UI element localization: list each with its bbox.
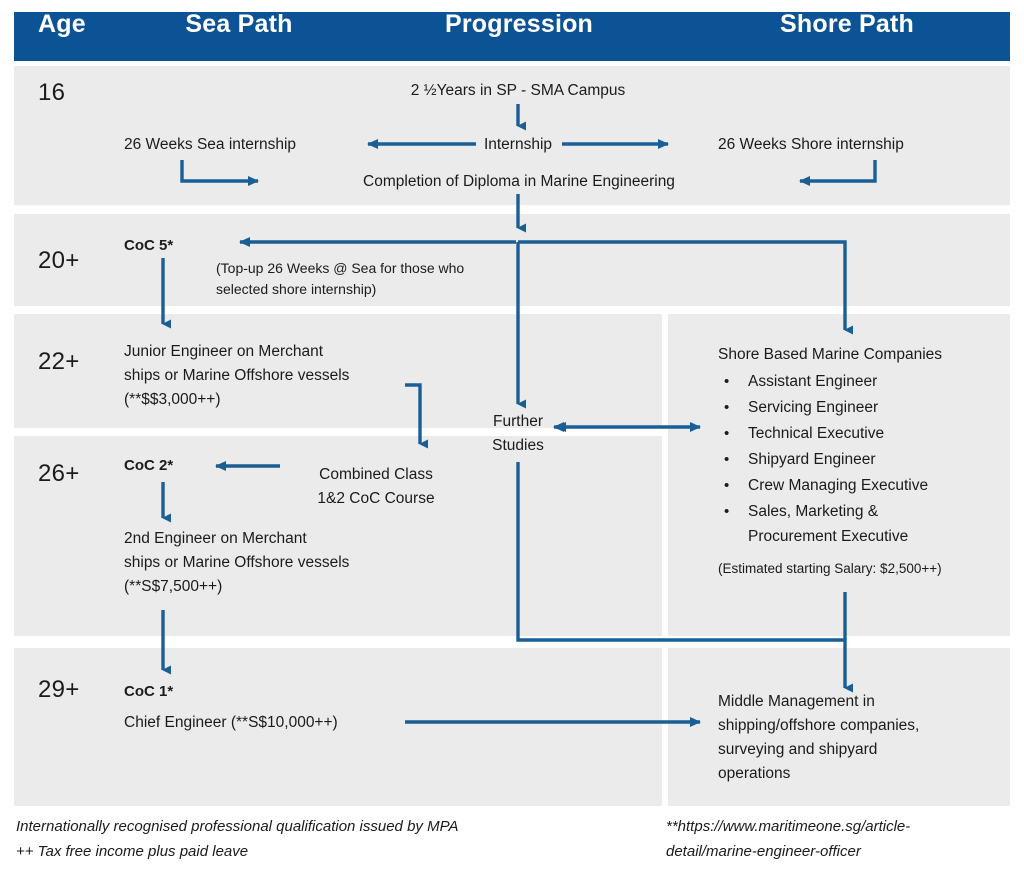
list-item-label: Servicing Engineer (748, 399, 879, 416)
list-item: • Servicing Engineer (718, 395, 1000, 421)
combined-class-label: Combined Class 1&2 CoC Course (317, 466, 435, 507)
list-item-label: Sales, Marketing & Procurement Executive (748, 503, 909, 545)
chief-engineer-label: Chief Engineer (**S$10,000++) (124, 714, 338, 731)
bullet-icon: • (724, 477, 730, 494)
further-studies-label: Further Studies (492, 413, 544, 454)
list-item: • Crew Managing Executive (718, 473, 1000, 499)
list-item: • Shipyard Engineer (718, 447, 1000, 473)
sea-internship-label: 26 Weeks Sea internship (124, 136, 297, 153)
shore-panel-title: Shore Based Marine Companies (718, 346, 943, 363)
diploma-completion-label: Completion of Diploma in Marine Engineer… (363, 173, 675, 190)
campus-duration-text: 2 ½Years in SP - SMA Campus (410, 82, 626, 99)
middle-management-block: Middle Management in shipping/offshore c… (718, 693, 920, 782)
shore-companies-panel: Shore Based Marine Companies • Assistant … (718, 343, 1000, 579)
shore-salary-note: (Estimated starting Salary: $2,500++) (718, 561, 942, 576)
footnote-right: **https://www.maritimeone.sg/article- de… (666, 818, 911, 860)
header-col-sea-path: Sea Path (185, 10, 293, 38)
bullet-icon: • (724, 503, 730, 520)
second-engineer-block: 2nd Engineer on Merchant ships or Marine… (124, 530, 350, 595)
coc1-label: CoC 1* (124, 683, 174, 700)
coc5-label: CoC 5* (124, 237, 174, 254)
age-label-20: 20+ (38, 247, 80, 274)
bullet-icon: • (724, 451, 730, 468)
row-band-22-left (14, 314, 662, 428)
list-item: • Assistant Engineer (718, 369, 1000, 395)
shore-internship-label: 26 Weeks Shore internship (718, 136, 904, 153)
internship-label: Internship (483, 136, 553, 153)
age-label-26: 26+ (38, 460, 80, 487)
coc2-label: CoC 2* (124, 457, 174, 474)
age-label-29: 29+ (38, 676, 80, 703)
list-item: • Technical Executive (718, 421, 1000, 447)
bullet-icon: • (724, 373, 730, 390)
footnote-left: Internationally recognised professional … (16, 818, 459, 860)
header-col-shore-path: Shore Path (780, 10, 914, 38)
header-bar (14, 12, 1010, 61)
shore-roles-list: •Assistant Engineer •Servicing Engineer … (718, 369, 1000, 549)
list-item-label: Crew Managing Executive (748, 477, 929, 494)
bullet-icon: • (724, 399, 730, 416)
junior-engineer-block: Junior Engineer on Merchant ships or Mar… (124, 343, 350, 408)
age-label-16: 16 (38, 79, 66, 106)
list-item-label: Shipyard Engineer (748, 451, 876, 468)
list-item-label: Assistant Engineer (748, 373, 878, 390)
header-col-progression: Progression (444, 10, 594, 38)
list-item-label: Technical Executive (748, 425, 885, 442)
header-col-age: Age (38, 10, 86, 38)
bullet-icon: • (724, 425, 730, 442)
topup-note: (Top-up 26 Weeks @ Sea for those who sel… (216, 260, 465, 297)
age-label-22: 22+ (38, 348, 80, 375)
list-item: • Sales, Marketing & Procurement Executiv… (718, 499, 1000, 549)
